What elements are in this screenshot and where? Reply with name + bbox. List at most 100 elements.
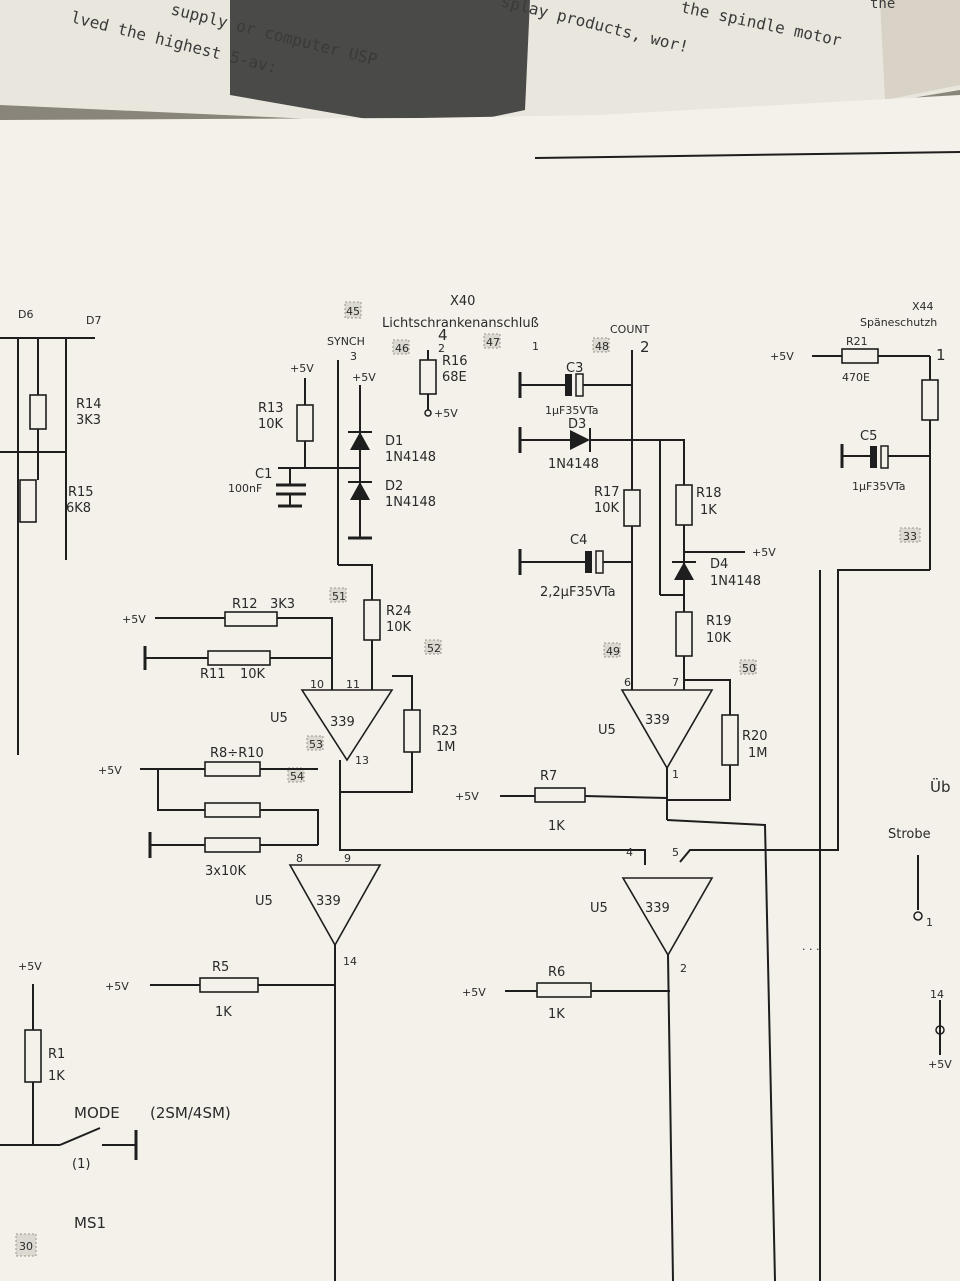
c4-label: C4 <box>570 533 587 548</box>
tag-45 <box>344 301 362 319</box>
c1-label: C1 <box>255 467 272 482</box>
d6-label: D6 <box>18 308 33 321</box>
d2-value: 1N4148 <box>385 495 436 510</box>
r7-value: 1K <box>548 819 565 834</box>
x44-title: Späneschutzh <box>860 316 937 329</box>
pin-6: 6 <box>624 676 631 689</box>
u5-comparator-a <box>300 689 394 762</box>
u5b-ic: 339 <box>316 894 341 909</box>
c3-plate-b <box>575 373 584 397</box>
wire-r9-right <box>260 809 319 845</box>
r12-value: 3K3 <box>270 597 295 612</box>
r20-body <box>721 714 739 766</box>
r6-body <box>536 982 592 998</box>
count-label: COUNT <box>610 323 650 336</box>
tag-50-text: 50 <box>742 662 756 675</box>
d2-label: D2 <box>385 479 403 494</box>
r12-body <box>224 611 278 627</box>
r20-label: R20 <box>742 729 768 744</box>
u5d-label: U5 <box>590 901 608 916</box>
d3-symbol <box>570 430 590 450</box>
u5c-ic: 339 <box>645 713 670 728</box>
switch-lever <box>59 1127 101 1146</box>
d4-label: D4 <box>710 557 728 572</box>
r21-value: 470E <box>842 371 870 384</box>
r1-value: 1K <box>48 1069 65 1084</box>
r15-label: R15 <box>68 485 94 500</box>
pin-5: 5 <box>672 846 679 859</box>
pin-11: 11 <box>346 678 360 691</box>
r10-body <box>204 837 261 853</box>
wire-link-5 <box>679 569 930 863</box>
pin-7: 7 <box>672 676 679 689</box>
r5-body <box>199 977 259 993</box>
r17-value: 10K <box>594 501 620 516</box>
r16-supply: +5V <box>434 407 458 420</box>
tag-53 <box>306 735 324 751</box>
r1-body <box>24 1029 42 1083</box>
mode-position: (1) <box>72 1157 90 1172</box>
r14-value: 3K3 <box>76 413 101 428</box>
switch-id: MS1 <box>74 1214 106 1232</box>
node-14 <box>935 1025 945 1035</box>
r14-label: R14 <box>76 397 102 412</box>
r11-value: 10K <box>240 667 266 682</box>
tag-30 <box>15 1233 37 1257</box>
u5d-ic: 339 <box>645 901 670 916</box>
supply-right: +5V <box>928 1058 952 1071</box>
c1-value: 100nF <box>228 482 262 495</box>
tag-45-text: 45 <box>346 305 360 318</box>
r7-label: R7 <box>540 769 557 784</box>
r23-body <box>403 709 421 753</box>
supply-r21: +5V <box>770 350 794 363</box>
d2-symbol <box>350 482 370 500</box>
supply-r12: +5V <box>122 613 146 626</box>
strobe-node <box>913 911 923 921</box>
supply-r1: +5V <box>18 960 42 973</box>
r16-label: R16 <box>442 354 468 369</box>
ellipsis: . . . <box>802 940 819 953</box>
d4-value: 1N4148 <box>710 574 761 589</box>
c3-plate-a <box>565 374 572 396</box>
r13-value: 10K <box>258 417 284 432</box>
r8-label: R8÷R10 <box>210 746 264 761</box>
c4-plate-a <box>585 551 592 573</box>
u5c-label: U5 <box>598 723 616 738</box>
c5-value: 1µF35VTa <box>852 480 906 493</box>
c3-value: 1µF35VTa <box>545 404 599 417</box>
ref-14: 14 <box>930 988 944 1001</box>
u5-comparator-b <box>288 864 382 947</box>
r19-value: 10K <box>706 631 732 646</box>
bg-line-5: the <box>870 0 895 12</box>
r23-label: R23 <box>432 724 458 739</box>
wire-u5c-run <box>666 819 776 1281</box>
d3-label: D3 <box>568 417 586 432</box>
supply-d1: +5V <box>352 371 376 384</box>
tag-54-text: 54 <box>290 770 304 783</box>
u5a-ic: 339 <box>330 715 355 730</box>
u5-comparator-c <box>620 689 714 770</box>
supply-r7: +5V <box>455 790 479 803</box>
r11-label: R11 <box>200 667 226 682</box>
r24-label: R24 <box>386 604 412 619</box>
r21-label: R21 <box>846 335 868 348</box>
wire-r20-bot <box>667 765 731 801</box>
back-paper-right <box>880 0 960 100</box>
c5-plate-a <box>870 446 877 468</box>
r9-body <box>204 802 261 818</box>
d1-symbol <box>350 432 370 450</box>
pin-14: 14 <box>343 955 357 968</box>
pin-10: 10 <box>310 678 324 691</box>
c4-plate-b <box>595 550 604 574</box>
mode-label: MODE <box>74 1104 120 1122</box>
pin-2: 2 <box>438 342 445 355</box>
tag-30-text: 30 <box>19 1240 33 1253</box>
tag-49-text: 49 <box>606 645 620 658</box>
r18-value: 1K <box>700 503 717 518</box>
dark-strip <box>230 0 530 130</box>
u5b-label: U5 <box>255 894 273 909</box>
r24-body <box>363 599 381 641</box>
wire-to-r24 <box>338 564 373 600</box>
pin-9: 9 <box>344 852 351 865</box>
